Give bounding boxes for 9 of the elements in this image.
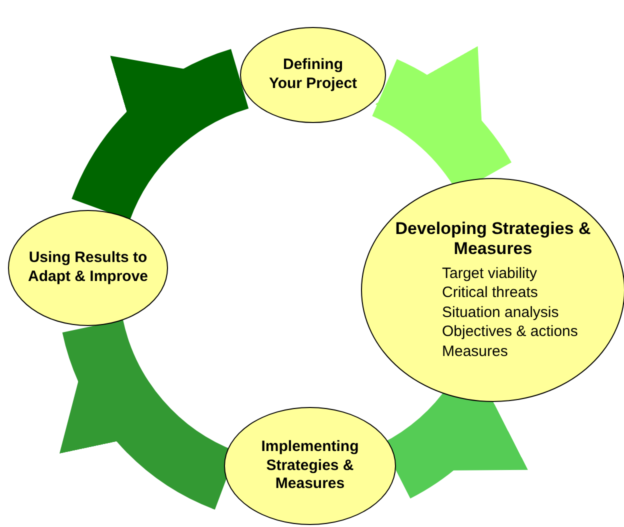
node-title: Implementing Strategies & Measures: [260, 438, 360, 494]
node-title: Developing Strategies & Measures: [394, 218, 592, 260]
list-item: Target viability: [442, 264, 538, 284]
list-item: Situation analysis: [442, 302, 559, 322]
node-title: Using Results to Adapt & Improve: [26, 249, 149, 287]
list-item: Critical threats: [442, 283, 538, 303]
node-title: Defining Your Project: [268, 56, 358, 94]
list-item: Measures: [442, 342, 508, 362]
list-item: Objectives & actions: [442, 322, 578, 342]
